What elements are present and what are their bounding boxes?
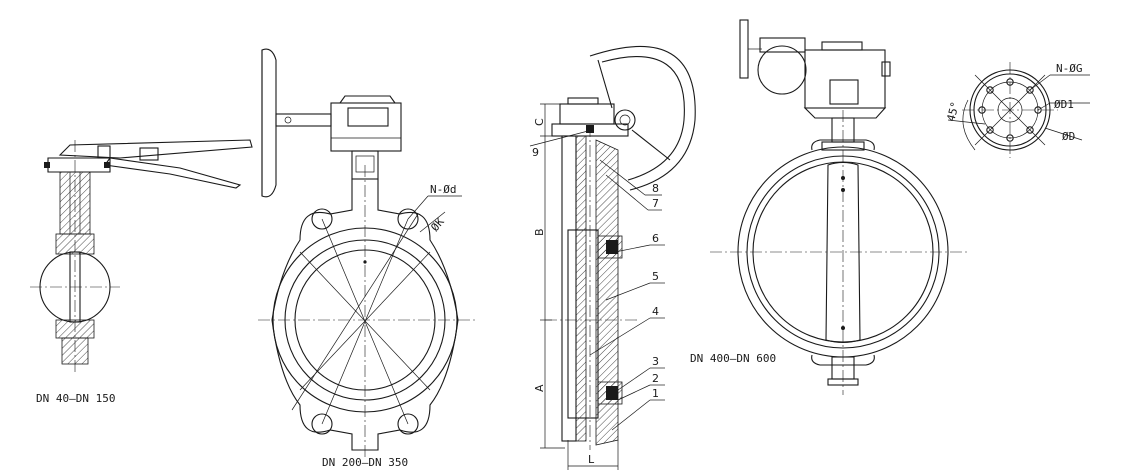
part-5-label: 5 xyxy=(652,270,659,283)
part-1-label: 1 xyxy=(652,387,659,400)
dim-l-label: L xyxy=(588,453,595,466)
flange-d1-label: ØD1 xyxy=(1054,98,1074,111)
dim-b-label: B xyxy=(533,228,546,236)
part-4-label: 4 xyxy=(652,305,659,318)
part-7-label: 7 xyxy=(652,197,659,210)
flange-d-label: ØD xyxy=(1062,130,1075,143)
large-view-caption: DN 400–DN 600 xyxy=(690,352,776,365)
medium-bolt-label: N-Ød xyxy=(430,183,457,196)
part-6-label: 6 xyxy=(652,232,659,245)
part-3-label: 3 xyxy=(652,355,659,368)
part-8-label: 8 xyxy=(652,182,659,195)
large-valve-view: DN 400–DN 600 xyxy=(690,19,970,395)
section-view: C B A L 9 8 7 6 5 4 3 2 1 xyxy=(529,45,696,470)
medium-pcd-label: ØK xyxy=(428,215,447,234)
flange-angle-label: 45° xyxy=(944,100,962,123)
small-view-caption: DN 40–DN 150 xyxy=(36,392,115,405)
medium-valve-view: N-Ød ØK DN 200–DN 350 xyxy=(258,48,475,469)
flange-detail-view: N-ØG ØD1 ØD 45° xyxy=(944,62,1090,158)
medium-view-caption: DN 200–DN 350 xyxy=(322,456,408,469)
dim-a-label: A xyxy=(533,384,546,392)
dim-c-label: C xyxy=(533,118,546,126)
part-2-label: 2 xyxy=(652,372,659,385)
flange-bolt-label: N-ØG xyxy=(1056,62,1083,75)
small-valve-view: DN 40–DN 150 xyxy=(30,139,253,405)
part-9-label: 9 xyxy=(532,146,539,159)
